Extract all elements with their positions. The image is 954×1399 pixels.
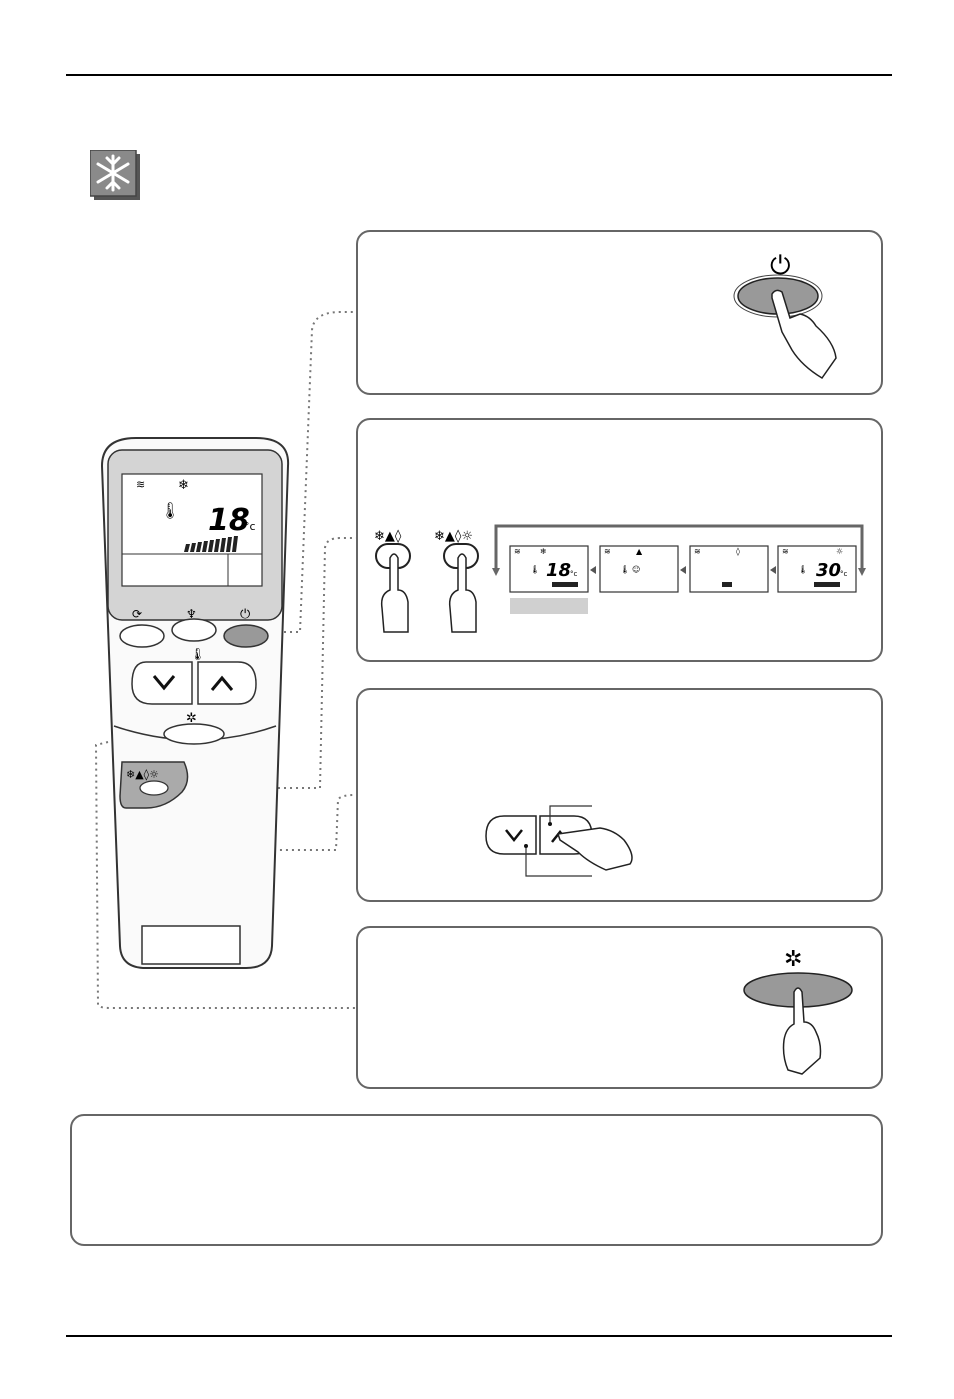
note-panel (70, 1114, 883, 1246)
svg-text:🌡: 🌡 (160, 501, 180, 520)
mode-symbols-b: ❄▲◊☼ (434, 529, 473, 544)
svg-text:🌡: 🌡 (620, 565, 630, 574)
remote-control: ≋ ❄ 🌡 18 °c ⟳ ♆ ⏻ 🌡 ✲ ❄▲◊☼ (96, 436, 296, 976)
power-button-illustration[interactable]: ⏻ (730, 246, 850, 386)
svg-text:♆: ♆ (186, 607, 197, 621)
svg-text:⏻: ⏻ (240, 607, 250, 622)
svg-text:🌡: 🌡 (798, 565, 808, 574)
svg-text:◊: ◊ (736, 547, 740, 556)
remote-mode-symbols: ❄▲◊☼ (126, 768, 159, 781)
svg-text:✲: ✲ (186, 711, 197, 726)
bottom-rule (66, 1335, 892, 1337)
svg-text:❄: ❄ (178, 478, 189, 493)
svg-text:🌡: 🌡 (530, 565, 540, 574)
step2-panel (356, 418, 883, 662)
top-rule (66, 74, 892, 76)
svg-text:☼: ☼ (836, 547, 843, 556)
mode-cycle-diagram: ≋❄ ≋▲ ≋◊ ≋☼ 🌡🌡☺ 🌡 18 °c 30 °c (492, 524, 866, 614)
fan-button-illustration[interactable]: ✲ (740, 940, 860, 1080)
lcd1-unit: °c (570, 570, 578, 578)
lcd4-unit: °c (840, 570, 848, 578)
remote-lcd-unit: °c (244, 520, 256, 533)
remote-lcd-temp: 18 (208, 503, 250, 538)
lcd4-temp: 30 (816, 560, 841, 581)
svg-text:▲: ▲ (636, 547, 643, 556)
svg-text:≋: ≋ (694, 547, 701, 556)
svg-text:🌡: 🌡 (190, 647, 205, 661)
svg-text:≋: ≋ (604, 547, 611, 556)
mode-symbols-a: ❄▲◊ (374, 529, 402, 544)
fan-icon: ✲ (784, 947, 802, 972)
temperature-buttons-illustration[interactable] (484, 800, 644, 884)
svg-text:≋: ≋ (136, 478, 145, 491)
svg-text:❄: ❄ (540, 547, 547, 556)
svg-text:≋: ≋ (514, 547, 521, 556)
mode-button-b[interactable]: ❄▲◊☼ (434, 528, 490, 656)
svg-text:☺: ☺ (632, 565, 640, 574)
mode-button-a[interactable]: ❄▲◊ (372, 528, 422, 656)
snowflake-icon (89, 149, 142, 202)
lcd1-temp: 18 (546, 560, 571, 581)
power-icon: ⏻ (770, 251, 791, 281)
svg-text:≋: ≋ (782, 547, 789, 556)
svg-text:⟳: ⟳ (132, 607, 142, 621)
